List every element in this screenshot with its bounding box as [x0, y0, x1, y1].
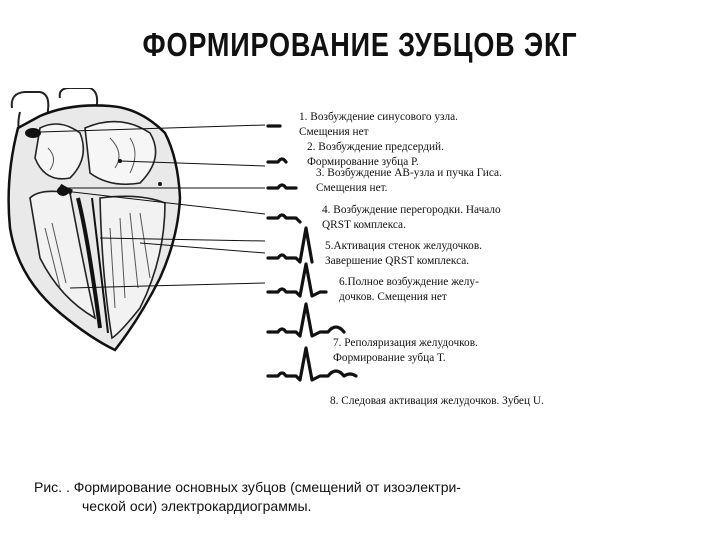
ecg-strip-2	[268, 159, 286, 162]
step-7-line-1: 7. Реполяризация желудочков.	[333, 336, 478, 351]
step-5: 5.Активация стенок желудочков. Завершени…	[325, 239, 482, 269]
step-1-line-2: Смещения нет	[299, 125, 458, 140]
step-6: 6.Полное возбуждение желу- дочков. Смеще…	[339, 275, 479, 305]
step-1-line-1: 1. Возбуждение синусового узла.	[299, 110, 458, 125]
heart-diagram	[0, 88, 270, 358]
step-3-line-1: 3. Возбуждение АВ-узла и пучка Гиса.	[316, 166, 502, 181]
step-6-line-2: дочков. Смещения нет	[339, 290, 479, 305]
figure-caption: Рис. . Формирование основных зубцов (сме…	[34, 478, 461, 516]
step-3: 3. Возбуждение АВ-узла и пучка Гиса. Сме…	[316, 166, 502, 196]
step-2-line-1: 2. Возбуждение предсердий.	[307, 140, 444, 155]
ecg-strip-4	[268, 215, 300, 222]
page-title: ФОРМИРОВАНИЕ ЗУБЦОВ ЭКГ	[65, 26, 655, 64]
step-6-line-1: 6.Полное возбуждение желу-	[339, 275, 479, 290]
ecg-strip-3	[268, 185, 296, 188]
step-1: 1. Возбуждение синусового узла. Смещения…	[299, 110, 458, 140]
step-4: 4. Возбуждение перегородки. Начало QRST …	[322, 203, 501, 233]
ecg-strip-7	[268, 304, 344, 336]
step-7: 7. Реполяризация желудочков. Формировани…	[333, 336, 478, 366]
step-3-line-2: Смещения нет.	[316, 181, 502, 196]
step-8: 8. Следовая активация желудочков. Зубец …	[330, 394, 544, 409]
step-5-line-1: 5.Активация стенок желудочков.	[325, 239, 482, 254]
caption-line-2: ческой оси) электрокардиограммы.	[34, 497, 461, 516]
step-4-line-1: 4. Возбуждение перегородки. Начало	[322, 203, 501, 218]
caption-line-1: Рис. . Формирование основных зубцов (сме…	[34, 479, 461, 495]
ecg-strip-6	[268, 264, 326, 296]
ecg-strip-5	[268, 228, 312, 262]
step-8-line-1: 8. Следовая активация желудочков. Зубец …	[330, 394, 544, 409]
step-7-line-2: Формирование зубца Т.	[333, 351, 478, 366]
step-5-line-2: Завершение QRST комплекса.	[325, 254, 482, 269]
step-4-line-2: QRST комплекса.	[322, 218, 501, 233]
